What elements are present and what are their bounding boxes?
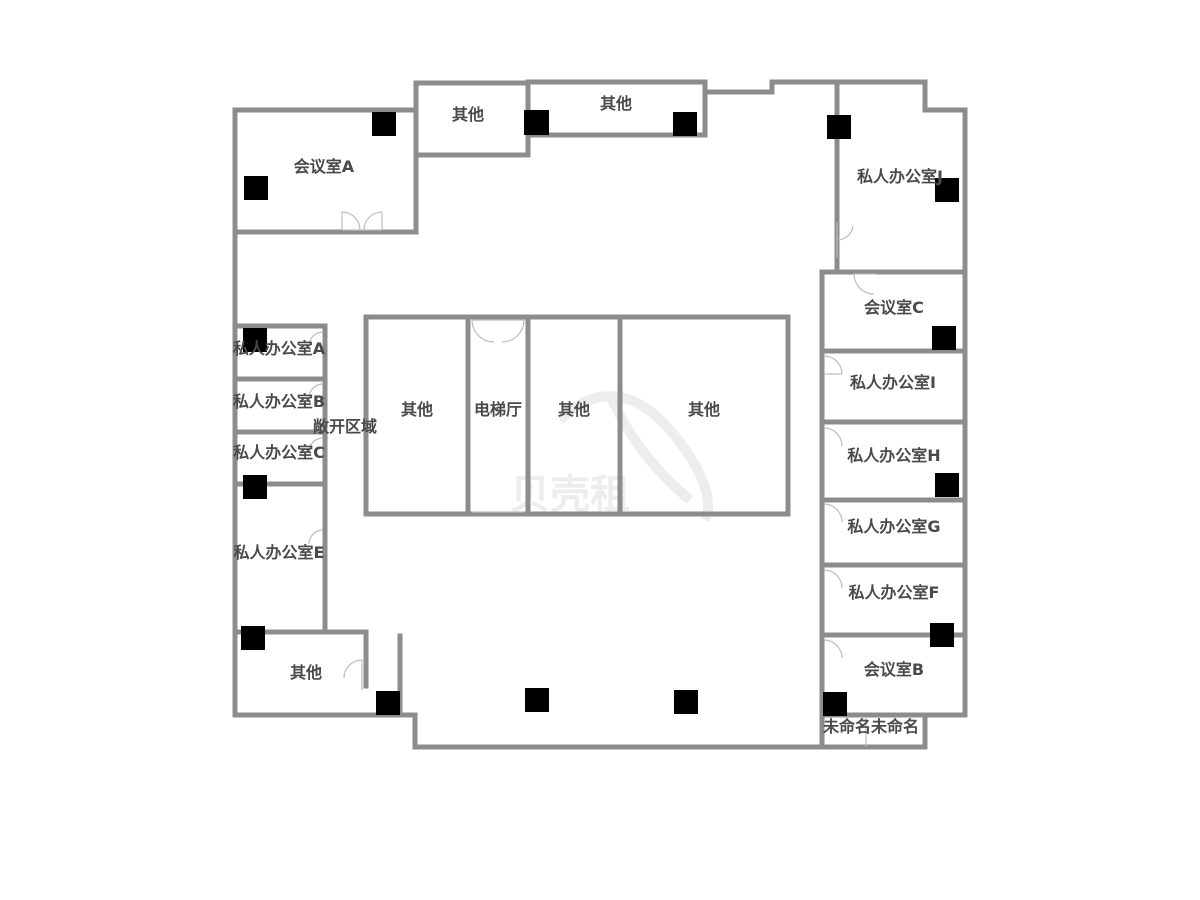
- pillar: [823, 692, 847, 716]
- pillar: [241, 626, 265, 650]
- top-rooms: [232, 79, 708, 235]
- label-office-i: 私人办公室I: [850, 373, 936, 392]
- wall-office-a: [232, 323, 328, 635]
- wall-other-top-1: [413, 80, 531, 158]
- label-office-j: 私人办公室J: [857, 167, 943, 186]
- label-elevator-hall: 电梯厅: [474, 400, 522, 419]
- label-office-c: 私人办公室C: [233, 443, 325, 462]
- room-labels: 会议室A 其他 其他 私人办公室J 会议室C 私人办公室I 私人办公室H 私人办…: [233, 94, 943, 736]
- label-office-a: 私人办公室A: [233, 339, 326, 358]
- door-meeting-b: [823, 639, 843, 659]
- wall-other-bottom-left: [232, 629, 369, 689]
- door-office-j: [836, 222, 854, 258]
- label-other-top-2: 其他: [600, 94, 632, 113]
- label-meeting-b: 会议室B: [864, 660, 924, 679]
- pillar: [243, 328, 267, 352]
- door-office-i: [823, 355, 843, 375]
- door-office-b: [308, 383, 324, 399]
- door-office-f: [823, 569, 843, 589]
- door-office-c: [308, 437, 324, 453]
- wall-meeting-a: [232, 107, 419, 235]
- pillar: [673, 112, 697, 136]
- core: [363, 314, 791, 517]
- door-elevator-hall: [471, 319, 525, 343]
- label-core-other-1: 其他: [401, 400, 433, 419]
- pillar: [935, 178, 959, 202]
- door-office-h: [823, 427, 843, 447]
- pillar: [935, 473, 959, 497]
- label-meeting-c: 会议室C: [864, 298, 924, 317]
- pillar: [376, 691, 400, 715]
- pillar: [827, 115, 851, 139]
- label-unnamed: 未命名未命名: [822, 717, 919, 736]
- door-office-g: [823, 503, 843, 523]
- label-open-area: 敞开区域: [313, 417, 377, 436]
- pillar: [243, 475, 267, 499]
- label-office-b: 私人办公室B: [233, 392, 325, 411]
- pillar: [244, 176, 268, 200]
- door-office-a: [308, 331, 324, 347]
- pillar: [525, 688, 549, 712]
- door-other-bottom-left: [343, 659, 363, 690]
- watermark-logo: [556, 391, 714, 523]
- pillar: [372, 112, 396, 136]
- label-meeting-a: 会议室A: [294, 157, 355, 176]
- right-rooms: [819, 79, 968, 750]
- pillar: [524, 110, 549, 135]
- pillars: [241, 110, 959, 716]
- left-rooms: [232, 323, 403, 718]
- label-office-h: 私人办公室H: [847, 446, 940, 465]
- door-swing-meeting-a: [341, 211, 383, 231]
- watermark: 贝壳租: [510, 391, 714, 523]
- pillar: [674, 690, 698, 714]
- wall-core: [363, 314, 791, 517]
- wall-other-top-2: [525, 79, 708, 138]
- pillar: [930, 623, 954, 647]
- outer-walls: [232, 79, 968, 750]
- label-core-other-2: 其他: [558, 400, 590, 419]
- pillar: [932, 326, 956, 350]
- label-office-e: 私人办公室E: [234, 543, 325, 562]
- label-core-other-3: 其他: [688, 400, 720, 419]
- door-office-e: [308, 529, 324, 545]
- label-other-bottom-left: 其他: [290, 663, 322, 682]
- label-other-top-1: 其他: [452, 105, 484, 124]
- door-meeting-c: [853, 273, 876, 295]
- label-office-g: 私人办公室G: [847, 517, 940, 536]
- label-office-f: 私人办公室F: [849, 583, 940, 602]
